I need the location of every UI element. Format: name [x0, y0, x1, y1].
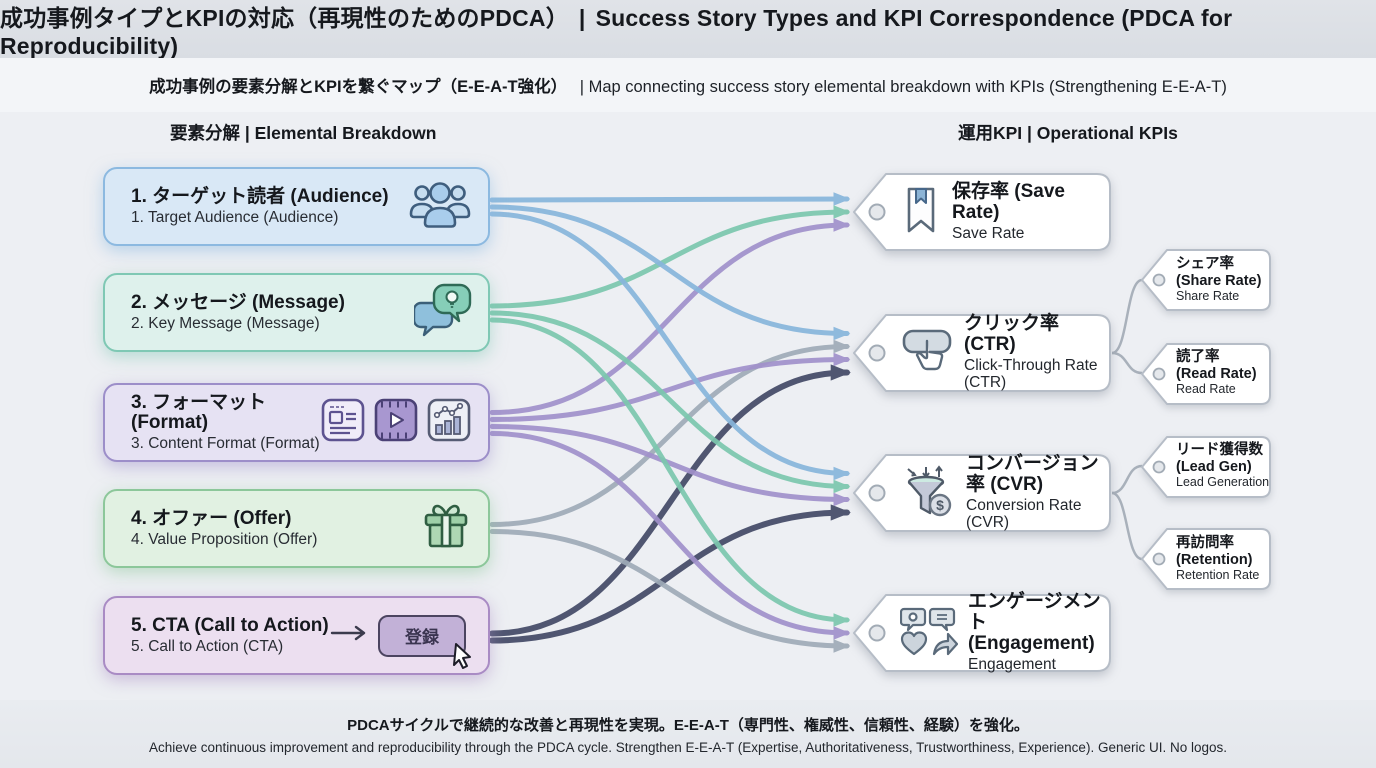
- right-arrow-icon: [330, 625, 368, 646]
- subtitle-bar: 成功事例の要素分解とKPIを繋ぐマップ（E-E-A-T強化） | Map con…: [0, 58, 1376, 112]
- element-title-jp: 4. オファー (Offer): [131, 507, 292, 529]
- column-header-elemental-breakdown: 要素分解 | Elemental Breakdown: [170, 123, 437, 143]
- sub-kpi-jp: シェア率: [1176, 255, 1234, 272]
- sub-kpi-jp: 再訪問率: [1176, 534, 1234, 551]
- social-engagement-icon: [899, 605, 959, 662]
- element-title-jp: 5. CTA (Call to Action): [131, 614, 329, 636]
- cta-illustration: 登録: [330, 614, 471, 669]
- branch-ctr-to-share: [1111, 278, 1143, 355]
- click-button-icon: [900, 325, 954, 382]
- register-button-label: 登録: [405, 628, 439, 647]
- format-icons-row: [320, 397, 472, 448]
- kpi-title-jp: 保存率 (Save Rate): [952, 180, 1065, 223]
- connection-format-to-engagement: [489, 431, 851, 640]
- connection-audience-to-cvr: [489, 211, 851, 481]
- sub-kpi-tag-read-rate: 読了率 (Read Rate) Read Rate: [1140, 341, 1274, 405]
- svg-text:$: $: [936, 497, 944, 513]
- element-box-offer: 4. オファー (Offer) 4. Value Proposition (Of…: [103, 489, 490, 568]
- gift-icon: [420, 500, 472, 557]
- element-title-en: 3. Content Format (Format): [131, 434, 320, 452]
- sub-kpi-tag-share-rate: シェア率 (Share Rate) Share Rate: [1140, 247, 1274, 313]
- kpi-tag-save-rate: 保存率 (Save Rate) Save Rate: [852, 171, 1114, 253]
- connection-cta-to-ctr: [489, 364, 852, 637]
- connection-audience-to-ctr: [489, 204, 851, 341]
- chart-icon: [426, 397, 472, 448]
- sub-kpi-en: Lead Generation: [1176, 475, 1270, 490]
- branch-cvr-to-retention: [1111, 491, 1143, 561]
- kpi-title-en: Click-Through Rate (CTR): [964, 357, 1098, 391]
- sub-kpi-paren: (Lead Gen): [1176, 459, 1252, 476]
- cursor-arrow-icon: [453, 642, 471, 669]
- element-title-jp: 1. ターゲット読者 (Audience): [131, 185, 389, 207]
- register-button[interactable]: 登録: [378, 614, 471, 669]
- video-icon: [373, 397, 419, 448]
- subtitle-en: | Map connecting success story elemental…: [579, 78, 1227, 96]
- sub-kpi-tag-retention: 再訪問率 (Retention) Retention Rate: [1140, 526, 1274, 592]
- connection-format-to-cvr: [489, 424, 851, 507]
- subtitle: 成功事例の要素分解とKPIを繋ぐマップ（E-E-A-T強化） | Map con…: [149, 73, 1227, 97]
- sub-kpi-jp: リード獲得数: [1176, 441, 1263, 458]
- element-box-cta: 5. CTA (Call to Action) 5. Call to Actio…: [103, 596, 490, 675]
- kpi-title-jp: コンバージョン率 (CVR): [966, 453, 1099, 496]
- tag-shape: [1141, 528, 1271, 590]
- branch-ctr-to-read: [1111, 351, 1143, 375]
- connection-message-to-engagement: [489, 317, 851, 627]
- element-title-en: 4. Value Proposition (Offer): [131, 530, 318, 548]
- subtitle-jp: 成功事例の要素分解とKPIを繋ぐマップ（E-E-A-T強化）: [149, 78, 568, 96]
- kpi-title-jp: エンゲージメント (Engagement): [968, 591, 1101, 655]
- element-title-en: 2. Key Message (Message): [131, 314, 320, 332]
- column-header-operational-kpis: 運用KPI | Operational KPIs: [958, 123, 1178, 143]
- kpi-title-en: Save Rate: [952, 224, 1025, 242]
- article-icon: [320, 397, 366, 448]
- kpi-tag-ctr: クリック率 (CTR) Click-Through Rate (CTR): [852, 312, 1114, 394]
- element-title-jp: 2. メッセージ (Message): [131, 291, 345, 313]
- element-box-message: 2. メッセージ (Message) 2. Key Message (Messa…: [103, 273, 490, 352]
- sub-kpi-tag-lead-gen: リード獲得数 (Lead Gen) Lead Generation: [1140, 434, 1274, 498]
- sub-kpi-en: Read Rate: [1176, 382, 1236, 397]
- element-title-en: 1. Target Audience (Audience): [131, 208, 339, 226]
- sub-kpi-en: Retention Rate: [1176, 568, 1260, 583]
- page-title-jp: 成功事例タイプとKPIの対応（再現性のためのPDCA）: [0, 4, 569, 31]
- header-bar: 成功事例タイプとKPIの対応（再現性のためのPDCA） |Success Stor…: [0, 0, 1376, 60]
- tag-shape: [1141, 436, 1271, 498]
- element-box-format: 3. フォーマット (Format) 3. Content Format (Fo…: [103, 383, 490, 462]
- element-title-jp: 3. フォーマット (Format): [131, 391, 267, 433]
- page-title-en: Success Story Types and KPI Corresponden…: [0, 4, 1233, 59]
- tag-shape: [1141, 343, 1271, 405]
- connection-audience-to-save: [489, 192, 851, 206]
- funnel-dollar-icon: $: [900, 463, 956, 524]
- page-title: 成功事例タイプとKPIの対応（再現性のためのPDCA） |Success Stor…: [0, 0, 1376, 60]
- connection-message-to-cvr: [489, 310, 851, 494]
- connection-cta-to-cvr: [489, 504, 852, 644]
- kpi-title-en: Engagement: [968, 655, 1056, 673]
- tag-shape: [853, 454, 1111, 532]
- connection-offer-to-ctr: [489, 339, 851, 527]
- audience-people-icon: [408, 180, 472, 233]
- sub-kpi-en: Share Rate: [1176, 289, 1240, 304]
- element-box-audience: 1. ターゲット読者 (Audience) 1. Target Audience…: [103, 167, 490, 246]
- element-title-en: 5. Call to Action (CTA): [131, 637, 284, 655]
- connection-format-to-save: [489, 218, 851, 415]
- branch-cvr-to-lead: [1111, 464, 1143, 495]
- message-bubbles-icon: [412, 283, 472, 342]
- bookmark-icon: [900, 185, 942, 240]
- kpi-title-en: Conversion Rate (CVR): [966, 497, 1082, 531]
- sub-kpi-jp: 読了率: [1176, 348, 1220, 365]
- connection-format-to-ctr: [489, 352, 851, 422]
- title-separator: |: [578, 4, 586, 31]
- footer-note-jp: PDCAサイクルで継続的な改善と再現性を実現。E-E-A-T（専門性、権威性、信…: [347, 716, 1029, 734]
- sub-kpi-paren: (Retention): [1176, 552, 1253, 569]
- kpi-tag-cvr: $ コンバージョン率 (CVR) Conversion Rate (CVR): [852, 452, 1114, 534]
- connection-offer-to-engagement: [489, 529, 851, 653]
- kpi-tag-engagement: エンゲージメント (Engagement) Engagement: [852, 591, 1114, 674]
- kpi-title-jp: クリック率 (CTR): [964, 313, 1060, 356]
- sub-kpi-paren: (Read Rate): [1176, 366, 1257, 383]
- footer-note-en: Achieve continuous improvement and repro…: [148, 739, 1227, 755]
- tag-shape: [1141, 249, 1271, 311]
- footer-bar: PDCAサイクルで継続的な改善と再現性を実現。E-E-A-T（専門性、権威性、信…: [0, 700, 1376, 768]
- connection-message-to-save: [489, 205, 851, 309]
- sub-kpi-paren: (Share Rate): [1176, 273, 1262, 290]
